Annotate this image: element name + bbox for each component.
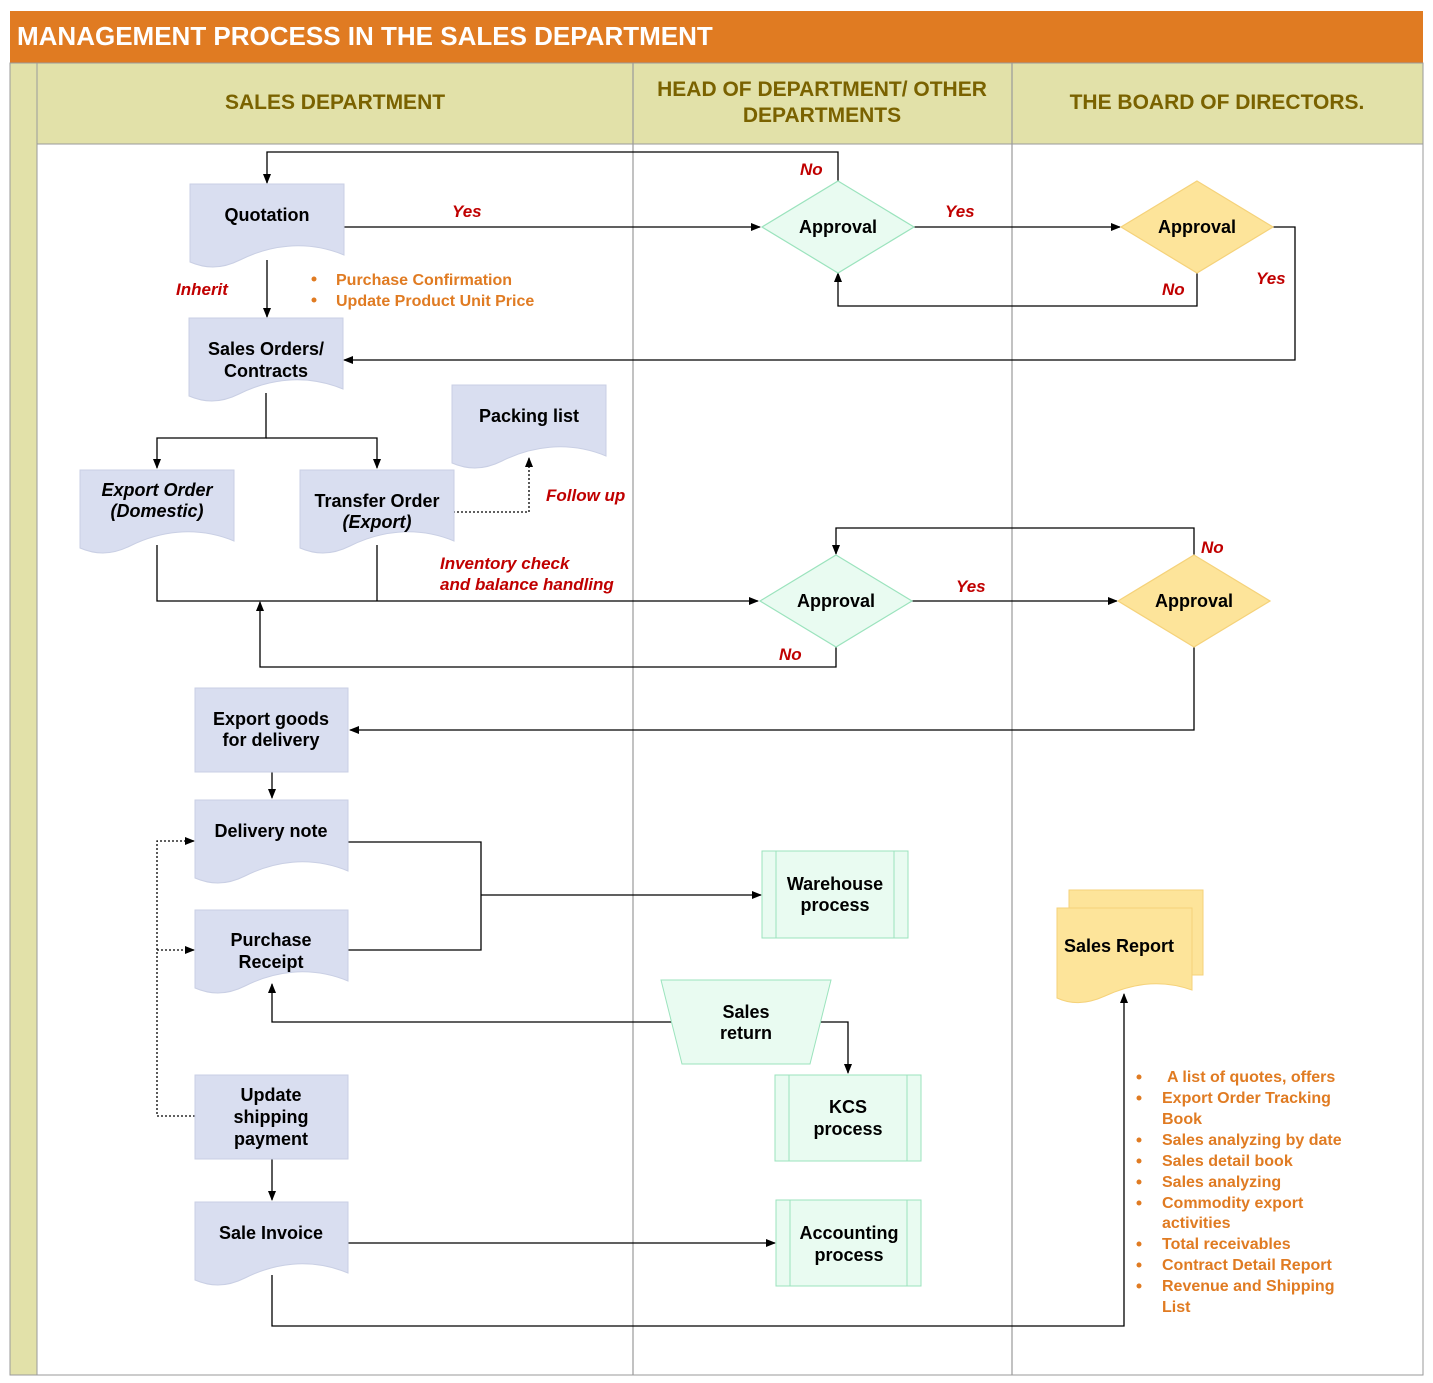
transfer-order-label-1: Transfer Order	[314, 491, 439, 511]
line-delivery-purchase-join	[348, 841, 482, 951]
node-update-shipping: Update shipping payment	[194, 1074, 349, 1160]
sales-report-label: Sales Report	[1064, 936, 1174, 956]
report-item: Revenue and Shipping	[1162, 1278, 1334, 1295]
label-inventory-1: Inventory check	[440, 554, 571, 573]
lane-board-of-directors: THE BOARD OF DIRECTORS.	[1070, 91, 1365, 114]
approval-board-1-label: Approval	[1158, 217, 1236, 237]
transfer-order-label-2: (Export)	[343, 512, 412, 532]
node-export-order: Export Order (Domestic)	[79, 469, 235, 554]
note-update-unit-price: Update Product Unit Price	[336, 293, 534, 310]
purchase-receipt-label-1: Purchase	[230, 930, 311, 950]
arrow-orders-approval2	[156, 545, 759, 605]
accounting-label-2: process	[814, 1245, 883, 1265]
sales-return-label-2: return	[720, 1023, 772, 1043]
node-transfer-order: Transfer Order (Export)	[299, 469, 455, 554]
report-item: activities	[1162, 1215, 1231, 1232]
warehouse-label-1: Warehouse	[787, 874, 883, 894]
lane-sales-department: SALES DEPARTMENT	[225, 91, 445, 114]
node-kcs-process: KCS process	[774, 1074, 922, 1162]
node-delivery-note: Delivery note	[194, 799, 349, 884]
update-shipping-label-3: payment	[234, 1129, 308, 1149]
export-goods-label-1: Export goods	[213, 709, 329, 729]
approval-board-2-label: Approval	[1155, 591, 1233, 611]
packing-list-label: Packing list	[479, 406, 579, 426]
report-item: List	[1162, 1299, 1191, 1316]
quotation-label: Quotation	[225, 205, 310, 225]
lane-head-department-line1: HEAD OF DEPARTMENT/ OTHER	[657, 78, 987, 101]
node-sale-invoice: Sale Invoice	[194, 1201, 349, 1286]
label-yes-1: Yes	[452, 202, 482, 221]
sale-invoice-label: Sale Invoice	[219, 1223, 323, 1243]
arrow-orders-export-order	[153, 393, 267, 469]
sales-return-label-1: Sales	[722, 1002, 769, 1022]
label-yes-3: Yes	[1256, 269, 1286, 288]
label-inventory-2: and balance handling	[440, 575, 614, 594]
arrow-board2-no-approval2	[832, 527, 1195, 556]
warehouse-label-2: process	[800, 895, 869, 915]
node-export-goods: Export goods for delivery	[194, 687, 349, 773]
label-follow-up: Follow up	[546, 486, 625, 505]
report-item: Export Order Tracking	[1162, 1090, 1331, 1107]
page-title: MANAGEMENT PROCESS IN THE SALES DEPARTME…	[10, 11, 1423, 63]
node-purchase-receipt: Purchase Receipt	[194, 909, 349, 994]
purchase-receipt-label-2: Receipt	[238, 952, 303, 972]
node-quotation: Quotation	[189, 183, 345, 268]
lane-head-department-line2: DEPARTMENTS	[743, 104, 901, 127]
node-sales-orders: Sales Orders/ Contracts	[188, 317, 344, 402]
export-goods-label-2: for delivery	[222, 730, 319, 750]
node-approval-board-1: Approval	[1119, 180, 1275, 274]
report-item: Contract Detail Report	[1162, 1257, 1332, 1274]
label-yes-4: Yes	[956, 577, 986, 596]
node-approval-board-2: Approval	[1116, 554, 1272, 648]
arrow-return-purchase	[268, 983, 672, 1023]
node-approval-head-2: Approval	[758, 554, 914, 648]
report-item: Commodity export	[1162, 1195, 1304, 1212]
label-inherit: Inherit	[176, 280, 229, 299]
report-item: A list of quotes, offers	[1167, 1069, 1335, 1086]
arrow-orders-transfer-order	[266, 437, 381, 469]
node-warehouse-process: Warehouse process	[761, 850, 909, 939]
report-item: Sales analyzing	[1162, 1174, 1281, 1191]
kcs-label-1: KCS	[829, 1097, 867, 1117]
arrow-board2-export-goods	[349, 646, 1195, 734]
approval-head-1-label: Approval	[799, 217, 877, 237]
report-list: A list of quotes, offers Export Order Tr…	[1136, 1069, 1342, 1316]
quotation-notes: Purchase Confirmation Update Product Uni…	[311, 272, 534, 310]
node-sales-return: Sales return	[660, 979, 832, 1065]
arrow-approval2-no-back	[256, 601, 837, 668]
connectors	[153, 151, 1296, 1327]
arrow-return-kcs	[820, 1021, 852, 1074]
report-item: Total receivables	[1162, 1236, 1291, 1253]
sales-orders-label-2: Contracts	[224, 361, 308, 381]
node-sales-report: Sales Report	[1056, 889, 1204, 1004]
update-shipping-label-1: Update	[240, 1085, 301, 1105]
label-no-2: No	[1162, 280, 1185, 299]
update-shipping-label-2: shipping	[234, 1107, 309, 1127]
accounting-label-1: Accounting	[800, 1223, 899, 1243]
arrow-follow-up-packing	[453, 457, 533, 513]
kcs-label-2: process	[813, 1119, 882, 1139]
report-item: Sales detail book	[1162, 1153, 1293, 1170]
arrow-approval-no-quotation	[263, 151, 839, 184]
sales-orders-label-1: Sales Orders/	[208, 339, 324, 359]
label-yes-2: Yes	[945, 202, 975, 221]
delivery-note-label: Delivery note	[214, 821, 327, 841]
arrow-board-yes-sales-orders	[343, 226, 1296, 364]
export-order-label-2: (Domestic)	[110, 501, 203, 521]
label-no-3: No	[779, 645, 802, 664]
report-item: Sales analyzing by date	[1162, 1132, 1342, 1149]
note-purchase-confirmation: Purchase Confirmation	[336, 272, 512, 289]
arrow-board-no-approval	[834, 272, 1198, 307]
export-order-label-1: Export Order	[101, 480, 213, 500]
report-item: Book	[1162, 1111, 1202, 1128]
approval-head-2-label: Approval	[797, 591, 875, 611]
node-packing-list: Packing list	[451, 384, 607, 469]
node-approval-head-1: Approval	[760, 180, 916, 274]
node-accounting-process: Accounting process	[775, 1199, 922, 1287]
label-no-4: No	[1201, 538, 1224, 557]
label-no-1: No	[800, 160, 823, 179]
arrow-invoice-report	[271, 993, 1128, 1327]
